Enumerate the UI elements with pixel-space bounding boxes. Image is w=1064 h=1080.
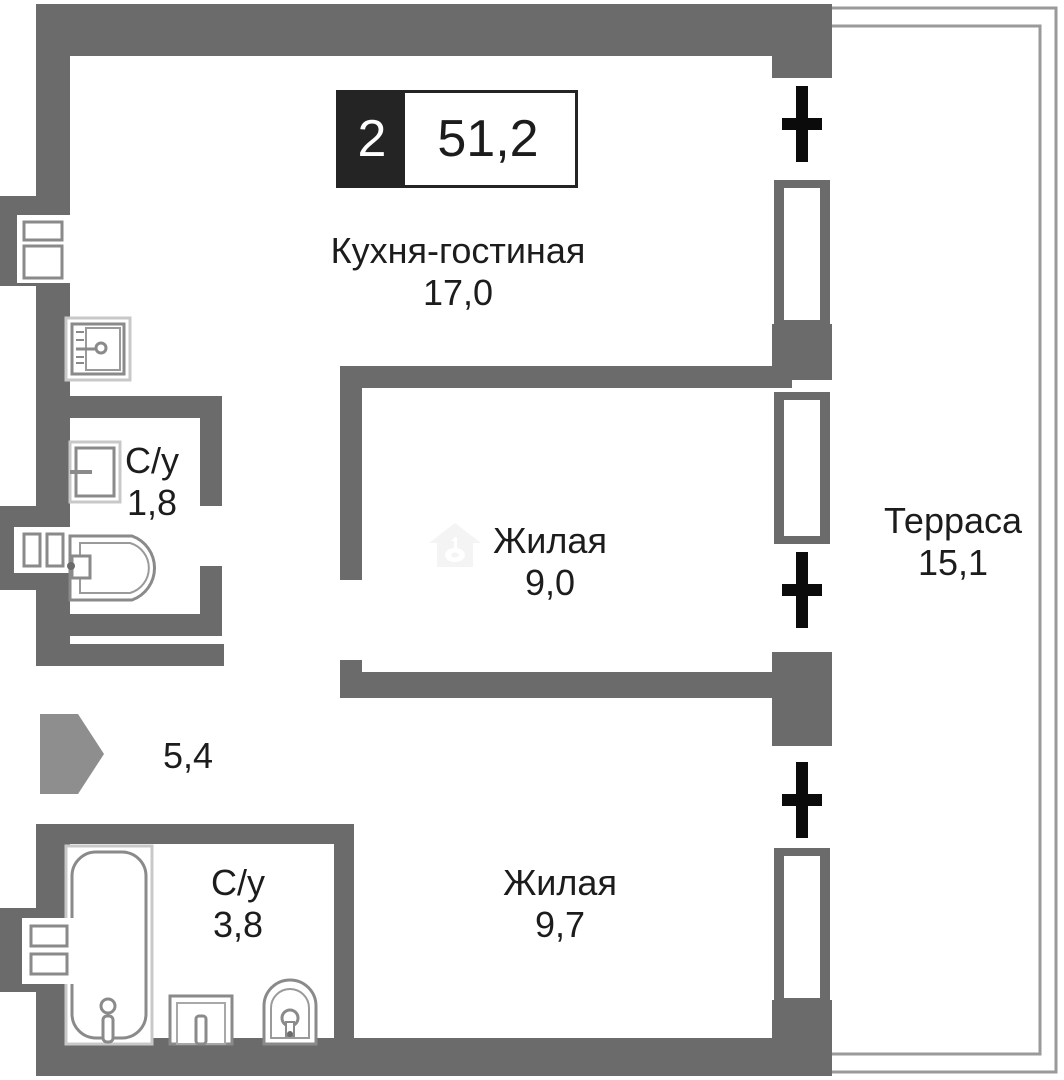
room-area-living-2: 9,7 bbox=[534, 904, 586, 946]
window-bottom bbox=[774, 848, 830, 1006]
rooms-area-badge: 2 51,2 bbox=[336, 90, 578, 188]
kitchen-sink-icon bbox=[64, 316, 132, 382]
toilet-small-icon bbox=[67, 534, 157, 602]
room-label-living-1: Жилая 9,0 bbox=[440, 520, 660, 605]
room-name-terrace: Терраса bbox=[883, 500, 1023, 541]
room-label-terrace: Терраса 15,1 bbox=[848, 500, 1058, 585]
room-label-bath-large: С/у 3,8 bbox=[168, 862, 308, 947]
terrace-outline bbox=[828, 6, 1058, 1074]
door-marker-1 bbox=[782, 86, 822, 162]
window-top bbox=[774, 180, 830, 328]
room-name-kitchen-living: Кухня-гостиная bbox=[330, 230, 586, 271]
wall-vent-bottom-icon bbox=[22, 918, 76, 984]
room-area-bath-small: 1,8 bbox=[126, 482, 178, 524]
room-label-bath-small: С/у 1,8 bbox=[92, 440, 212, 525]
door-marker-2 bbox=[782, 552, 822, 628]
entrance-arrow-icon bbox=[40, 714, 104, 794]
bathtub-icon bbox=[64, 844, 154, 1046]
room-area-kitchen-living: 17,0 bbox=[422, 272, 494, 314]
room-area-bath-large: 3,8 bbox=[212, 904, 264, 946]
room-name-living-1: Жилая bbox=[493, 520, 607, 561]
room-label-living-2: Жилая 9,7 bbox=[450, 862, 670, 947]
windows bbox=[774, 180, 830, 1006]
room-label-hall: 5,4 bbox=[114, 735, 262, 777]
room-area-hall: 5,4 bbox=[162, 735, 214, 776]
room-area-terrace: 15,1 bbox=[917, 542, 989, 584]
washbasin-small-icon bbox=[68, 440, 122, 504]
door-marker-3 bbox=[782, 762, 822, 838]
room-name-bath-large: С/у bbox=[211, 862, 265, 903]
room-label-kitchen-living: Кухня-гостиная 17,0 bbox=[288, 230, 628, 315]
badge-room-count: 2 bbox=[339, 93, 405, 185]
room-name-bath-small: С/у bbox=[125, 440, 179, 481]
window-upper-mid bbox=[774, 392, 830, 544]
wall-vent-top-icon bbox=[17, 215, 71, 283]
door-opening-markers bbox=[782, 86, 822, 838]
room-area-living-1: 9,0 bbox=[524, 562, 576, 604]
wall-vent-mid-icon bbox=[14, 527, 70, 573]
room-name-living-2: Жилая bbox=[503, 862, 617, 903]
toilet-large-icon bbox=[262, 978, 318, 1046]
washing-machine-icon bbox=[168, 994, 234, 1046]
badge-total-area: 51,2 bbox=[437, 110, 539, 168]
